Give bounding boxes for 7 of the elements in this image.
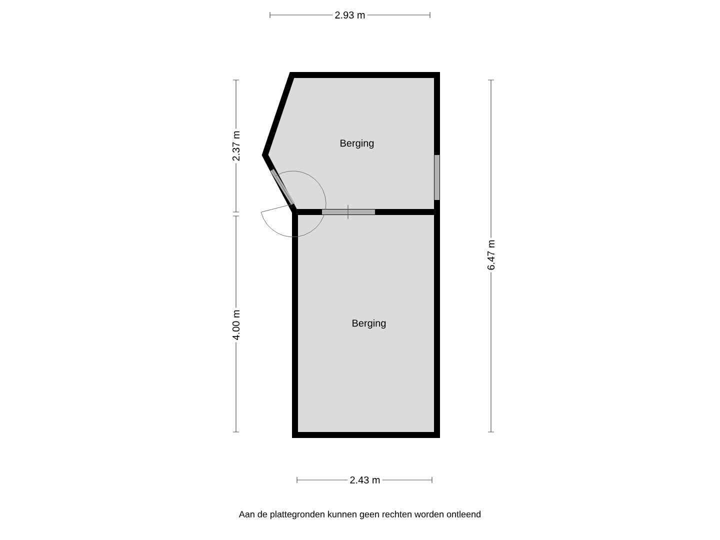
dimension-label: 2.37 m [230, 128, 242, 164]
dimension-label: 2.93 m [332, 9, 368, 21]
room: Berging [292, 209, 440, 438]
dimension-label: 2.43 m [348, 474, 382, 486]
disclaimer-note: Aan de plattegronden kunnen geen rechten worden ontleend [238, 510, 480, 520]
dimension-label: 6.47 m [485, 238, 497, 272]
dimension-label: 4.00 m [230, 308, 242, 342]
